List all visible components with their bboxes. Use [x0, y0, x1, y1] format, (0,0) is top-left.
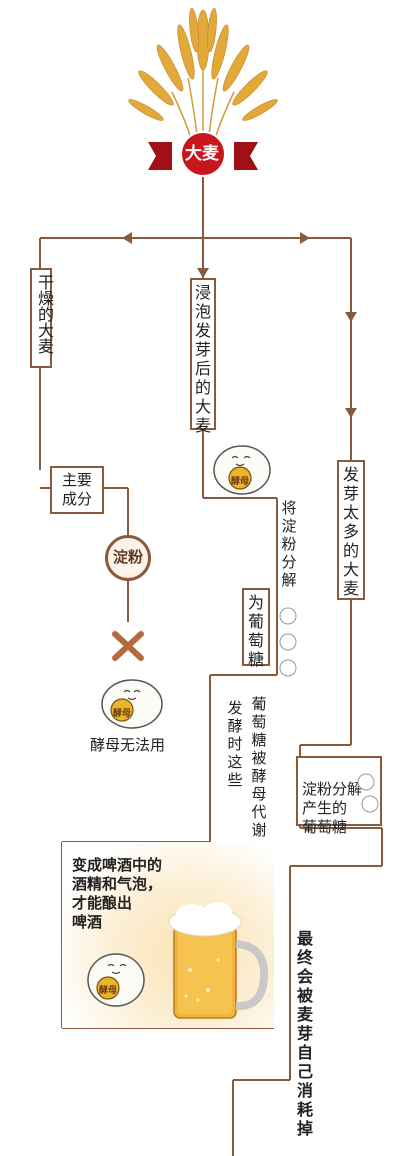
main-component-label: 主要成分 — [61, 472, 92, 508]
main-component-box: 主要成分 — [50, 466, 104, 514]
arrow-down-right-1 — [345, 312, 357, 322]
yeast-mascot-left — [101, 679, 163, 729]
over-sprouted-barley-box: 发芽太多的大麦 — [337, 460, 365, 600]
over-sprouted-barley-label: 发芽太多的大麦 — [342, 467, 359, 598]
dry-barley-box: 干燥的大麦 — [30, 268, 52, 368]
yeast-unusable-label: 酵母无法用 — [90, 737, 166, 754]
arrow-right — [300, 232, 310, 244]
glucose-label: 为葡萄糖 — [247, 595, 264, 669]
glucose-from-starch-box: 淀粉分解 产生的 葡萄糖 — [296, 756, 382, 836]
yeast-tag-middle: 酵母 — [230, 476, 249, 486]
yeast-mascot-beer — [87, 953, 145, 1007]
banner-ribbon — [148, 131, 258, 177]
arrow-down-right-2 — [345, 408, 357, 418]
root-label: 大麦 — [185, 144, 219, 163]
beer-result-text: 变成啤酒中的 酒精和气泡， 才能酿出 啤酒 — [72, 857, 163, 931]
wheat-icon — [128, 7, 278, 121]
yeast-tag-left: 酵母 — [112, 708, 131, 718]
starch-circle: 淀粉 — [105, 535, 151, 581]
yeast-tag-beer: 酵母 — [98, 985, 117, 995]
soaked-barley-box: 浸泡发芽后的大麦 — [190, 278, 216, 435]
beer-mug-icon — [168, 902, 269, 1019]
step-split-starch: 将淀粉分解 — [281, 500, 297, 589]
dry-barley-label: 干燥的大麦 — [35, 274, 52, 354]
soaked-barley-label: 浸泡发芽后的大麦 — [194, 285, 211, 435]
glucose-from-starch-label: 淀粉分解 产生的 葡萄糖 — [302, 781, 363, 836]
starch-label: 淀粉 — [112, 549, 143, 566]
glucose-bubbles-right-icon — [357, 773, 379, 813]
arrow-left — [122, 232, 132, 244]
yeast-mascot-middle — [213, 445, 271, 495]
step-ferment: 发酵时这些 — [227, 700, 243, 789]
arrow-down-middle — [197, 268, 209, 278]
consumed-by-malt-text: 最终会被麦芽自己消耗掉 — [296, 931, 313, 1138]
glucose-box: 为葡萄糖 — [242, 588, 270, 669]
step-metabolize: 葡萄糖被酵母代谢 — [251, 696, 267, 839]
glucose-bubbles-icon — [279, 607, 297, 677]
